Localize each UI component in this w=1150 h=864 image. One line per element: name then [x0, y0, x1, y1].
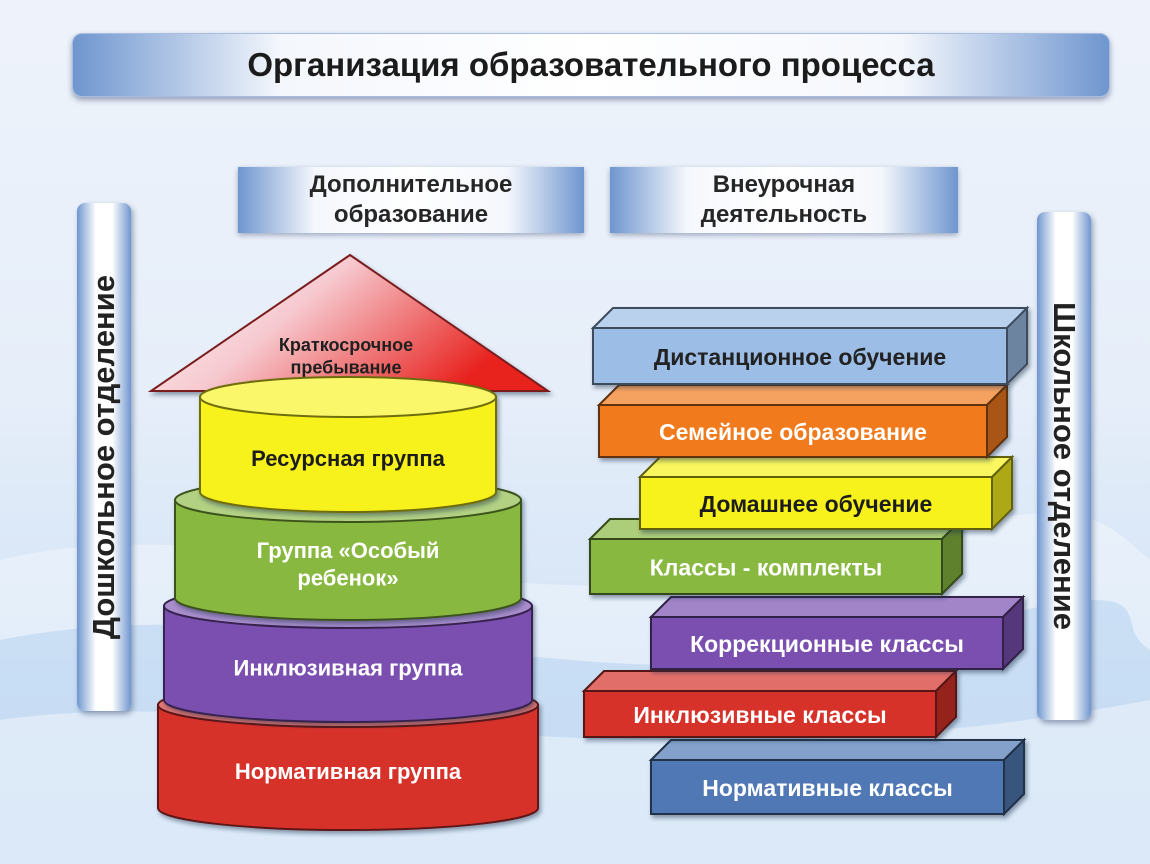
level-label: пребывание [291, 357, 402, 377]
bar-label: Инклюзивные классы [633, 702, 886, 728]
bar-top-face [637, 456, 1015, 478]
cylinder-body [163, 605, 533, 723]
cylinder-body [199, 396, 497, 513]
level-combined-classes: Классы - комплекты [587, 516, 965, 597]
bar-label: Классы - комплекты [650, 555, 882, 581]
level-label: Нормативная группа [235, 759, 462, 784]
header-extracurricular: Внеурочная деятельность [610, 167, 958, 233]
cylinder-body [174, 499, 522, 621]
bar-label: Нормативные классы [702, 775, 953, 801]
bar-label: Дистанционное обучение [654, 344, 946, 370]
level-resource-group: Ресурсная группа [199, 376, 497, 513]
bar-front-face [598, 404, 988, 458]
level-correctional-classes: Коррекционные классы [648, 594, 1026, 672]
side-bar-school: Школьное отделение [1037, 212, 1091, 720]
level-label: Группа «Особый [257, 538, 440, 563]
level-label: ребенок» [297, 565, 398, 590]
bar-top-face [648, 739, 1027, 761]
level-label: Краткосрочное [279, 335, 413, 355]
bar-label: Домашнее обучение [700, 491, 933, 517]
bar-front-face [592, 327, 1008, 385]
bar-front-face [650, 759, 1005, 815]
level-distance-learning: Дистанционное обучение [590, 305, 1030, 387]
bar-label: Коррекционные классы [690, 631, 964, 657]
side-bar-preschool: Дошкольное отделение [77, 203, 131, 711]
header-extracurricular-line-2: деятельность [700, 201, 868, 228]
bar-top-face [648, 596, 1026, 618]
bar-top-face [581, 670, 959, 692]
level-label: Инклюзивная группа [234, 656, 464, 681]
level-normative-classes: Нормативные классы [648, 737, 1027, 817]
bar-label: Семейное образование [659, 419, 927, 445]
level-label: Ресурсная группа [251, 446, 446, 471]
bar-front-face [583, 690, 937, 738]
header-extracurricular-line-1: Внеурочная [712, 171, 856, 198]
level-family-education: Семейное образование [596, 382, 1010, 460]
bar-top-face [590, 307, 1030, 329]
header-additional-education-line-2: образование [333, 201, 489, 228]
cylinder-body [157, 704, 539, 831]
bar-front-face [650, 616, 1004, 670]
bar-front-face [639, 476, 993, 530]
header-additional-education: Дополнительное образование [238, 167, 584, 233]
bar-top-face [596, 384, 1010, 406]
header-additional-education-line-1: Дополнительное [309, 171, 513, 198]
level-home-schooling: Домашнее обучение [637, 454, 1015, 532]
level-inclusive-classes: Инклюзивные классы [581, 668, 959, 740]
page-title: Организация образовательного процесса [247, 46, 935, 83]
bar-front-face [589, 538, 943, 595]
title-bar: Организация образовательного процесса [72, 33, 1110, 97]
school-levels: Нормативные классы Инклюзивные классы Корр… [581, 305, 1030, 817]
cylinder-top [199, 376, 497, 418]
